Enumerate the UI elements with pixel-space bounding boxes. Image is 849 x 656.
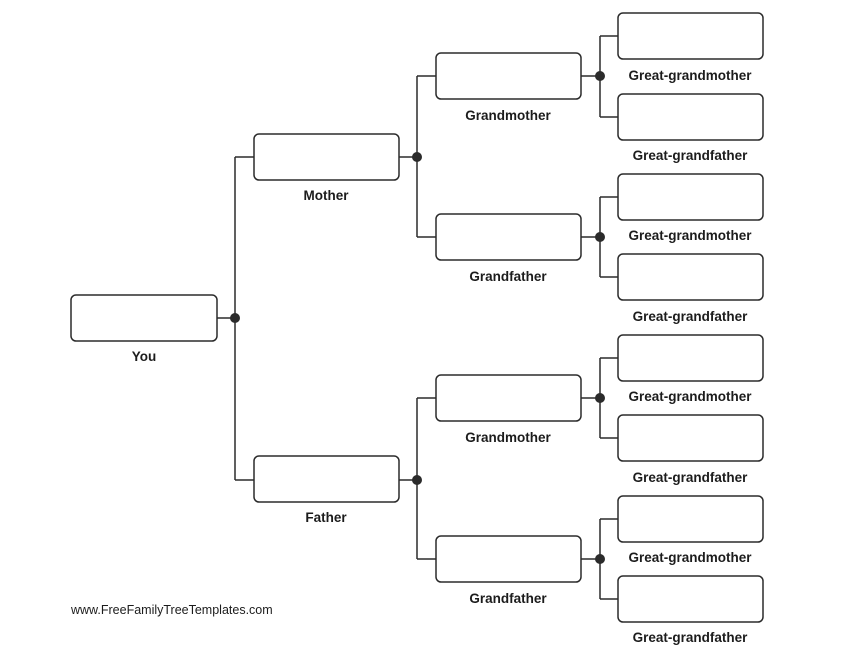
you-label: You <box>132 349 157 364</box>
mother-box[interactable] <box>253 133 400 181</box>
junction-dot-pat-grandmother <box>595 393 605 403</box>
you-box[interactable] <box>70 294 218 342</box>
great-grandmother-box-2[interactable] <box>617 173 764 221</box>
great-grandfather-label-3: Great-grandfather <box>633 470 749 485</box>
great-grandfather-box-4[interactable] <box>617 575 764 623</box>
person-labels: You Mother Father Grandmother Grandfathe… <box>132 68 752 645</box>
pat-grandmother-label: Grandmother <box>465 430 551 445</box>
connectors <box>217 35 618 600</box>
great-grandmother-box-1[interactable] <box>617 12 764 60</box>
website-footer: www.FreeFamilyTreeTemplates.com <box>71 603 273 617</box>
mat-grandmother-label: Grandmother <box>465 108 551 123</box>
person-boxes <box>70 12 764 623</box>
junction-dot-mat-grandfather <box>595 232 605 242</box>
great-grandmother-label-2: Great-grandmother <box>628 228 752 243</box>
great-grandmother-label-3: Great-grandmother <box>628 389 752 404</box>
great-grandfather-box-3[interactable] <box>617 414 764 462</box>
junction-dot-father <box>412 475 422 485</box>
great-grandfather-box-2[interactable] <box>617 253 764 301</box>
great-grandmother-label-1: Great-grandmother <box>628 68 752 83</box>
great-grandfather-label-2: Great-grandfather <box>633 309 749 324</box>
great-grandmother-box-3[interactable] <box>617 334 764 382</box>
mother-label: Mother <box>304 188 350 203</box>
pat-grandfather-label: Grandfather <box>469 591 547 606</box>
great-grandfather-label-1: Great-grandfather <box>633 148 749 163</box>
junction-dot-you <box>230 313 240 323</box>
junction-dot-mother <box>412 152 422 162</box>
great-grandmother-label-4: Great-grandmother <box>628 550 752 565</box>
junction-dot-mat-grandmother <box>595 71 605 81</box>
mat-grandfather-label: Grandfather <box>469 269 547 284</box>
mat-grandmother-box[interactable] <box>435 52 582 100</box>
pat-grandfather-box[interactable] <box>435 535 582 583</box>
father-box[interactable] <box>253 455 400 503</box>
great-grandfather-label-4: Great-grandfather <box>633 630 749 645</box>
great-grandfather-box-1[interactable] <box>617 93 764 141</box>
pat-grandmother-box[interactable] <box>435 374 582 422</box>
junction-dot-pat-grandfather <box>595 554 605 564</box>
great-grandmother-box-4[interactable] <box>617 495 764 543</box>
junction-dots <box>230 71 605 564</box>
father-label: Father <box>305 510 347 525</box>
mat-grandfather-box[interactable] <box>435 213 582 261</box>
